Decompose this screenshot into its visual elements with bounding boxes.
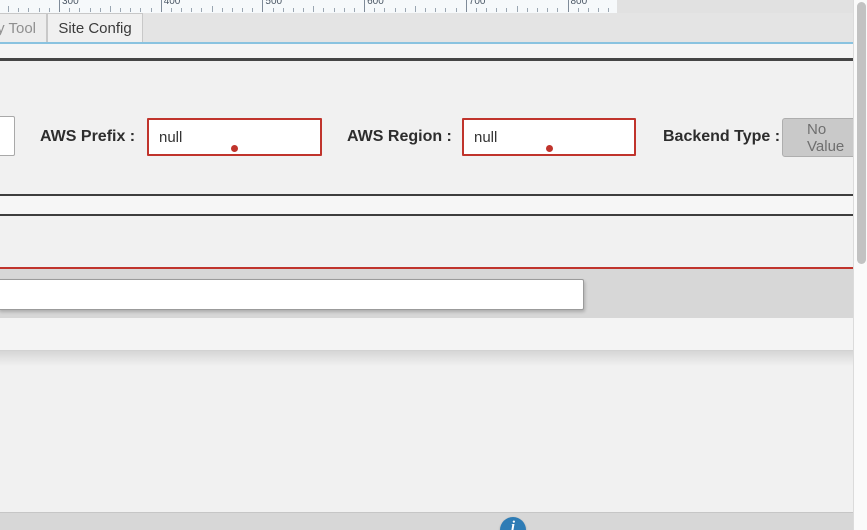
ruler-tick — [231, 8, 233, 12]
ruler-tick — [435, 8, 437, 12]
ruler-tick — [333, 8, 335, 12]
info-button[interactable]: i — [500, 517, 526, 530]
section-divider — [0, 194, 853, 196]
ruler-tick — [445, 8, 447, 12]
vertical-scrollbar-track[interactable] — [853, 0, 867, 530]
ruler-tick — [262, 0, 264, 12]
light-band — [0, 318, 853, 350]
aws-prefix-label: AWS Prefix : — [40, 128, 136, 145]
ruler-tick — [465, 0, 467, 12]
ruler-tick — [506, 8, 508, 12]
section-divider — [0, 214, 853, 216]
ruler-tick — [353, 8, 355, 12]
ruler-tick — [547, 8, 549, 12]
backend-type-label: Backend Type : — [663, 128, 781, 145]
ruler-tick — [48, 8, 50, 12]
ruler-tick — [252, 8, 254, 12]
ruler-tick — [557, 8, 559, 12]
band-under-tabs — [0, 44, 853, 58]
ruler-tick — [272, 8, 274, 12]
config-text-input[interactable] — [0, 279, 584, 310]
panel-edge-shadow — [0, 351, 853, 366]
ruler-tick — [374, 8, 376, 12]
bottom-status-band — [0, 512, 853, 530]
ruler-tick — [323, 8, 325, 12]
tab-site-config[interactable]: Site Config — [47, 13, 143, 42]
ruler-tick — [59, 0, 60, 12]
ruler-tick — [414, 6, 416, 12]
partial-input[interactable] — [0, 116, 15, 156]
ruler-tick — [8, 6, 10, 12]
ruler-tick — [394, 8, 396, 12]
ruler-tick — [496, 8, 498, 12]
panel-edge-line — [0, 350, 853, 351]
tab-site-config-label: Site Config — [58, 19, 132, 37]
ruler-tick — [211, 6, 213, 12]
ruler-tick — [201, 8, 203, 12]
thin-band — [0, 196, 853, 214]
ruler-tick — [242, 8, 244, 12]
ruler-tick — [170, 8, 172, 12]
ruler-tick — [343, 8, 345, 12]
ruler-label: 300 — [62, 0, 79, 7]
horizontal-ruler: 300 400 500 600 700 800 — [0, 0, 617, 13]
ruler-tick — [303, 8, 305, 12]
ruler-tick — [364, 0, 366, 12]
ruler-label: 400 — [163, 0, 181, 7]
ruler-tick — [130, 8, 132, 12]
ruler-tick — [109, 6, 111, 12]
tab-query-tool-label: y Tool — [0, 19, 36, 37]
aws-region-input[interactable] — [462, 118, 636, 156]
ruler-label: 800 — [570, 0, 588, 7]
ruler-tick — [404, 8, 406, 12]
ruler-tick — [486, 8, 488, 12]
ruler-tick — [28, 8, 30, 12]
ruler-tick — [79, 8, 81, 12]
ruler-tick — [150, 8, 152, 12]
red-divider — [0, 267, 853, 269]
ruler-tick — [313, 6, 315, 12]
vertical-scrollbar-thumb[interactable] — [857, 2, 866, 264]
section-divider — [0, 58, 853, 61]
ruler-tick — [608, 8, 610, 12]
error-dot — [546, 145, 553, 152]
ruler-tick — [221, 8, 223, 12]
ruler-tick — [475, 8, 477, 12]
ruler-tick — [587, 8, 589, 12]
backend-type-value: No Value — [782, 118, 862, 157]
ruler-tick — [455, 8, 457, 12]
ruler-label: 500 — [265, 0, 283, 7]
ruler-tick — [140, 8, 142, 12]
ruler-tick — [69, 8, 71, 12]
ruler-tick — [282, 8, 284, 12]
error-dot — [231, 145, 238, 152]
active-tab-underline — [0, 42, 853, 44]
ruler-tick — [38, 8, 40, 12]
ruler-tick — [425, 8, 427, 12]
ruler-label: 700 — [468, 0, 486, 7]
ruler-tick — [516, 6, 518, 12]
ruler-tick — [526, 8, 528, 12]
ruler-tick — [120, 8, 122, 12]
ruler-tick — [598, 8, 599, 12]
ruler-tick — [191, 8, 193, 12]
ruler-tick — [536, 8, 538, 12]
ruler-tick — [181, 8, 183, 12]
ruler-tick — [160, 0, 162, 12]
ruler-tick — [18, 8, 20, 12]
ruler-tick — [99, 8, 101, 12]
tab-query-tool[interactable]: y Tool — [0, 13, 47, 42]
ruler-tick — [89, 8, 91, 12]
ruler-tick — [567, 0, 569, 12]
ruler-tick — [384, 8, 386, 12]
ruler-label: 600 — [367, 0, 384, 7]
info-icon: i — [510, 518, 516, 530]
ruler-tick — [292, 8, 294, 12]
backend-type-value-text: No Value — [807, 120, 845, 155]
ruler-tick — [577, 8, 579, 12]
aws-region-label: AWS Region : — [347, 128, 452, 145]
